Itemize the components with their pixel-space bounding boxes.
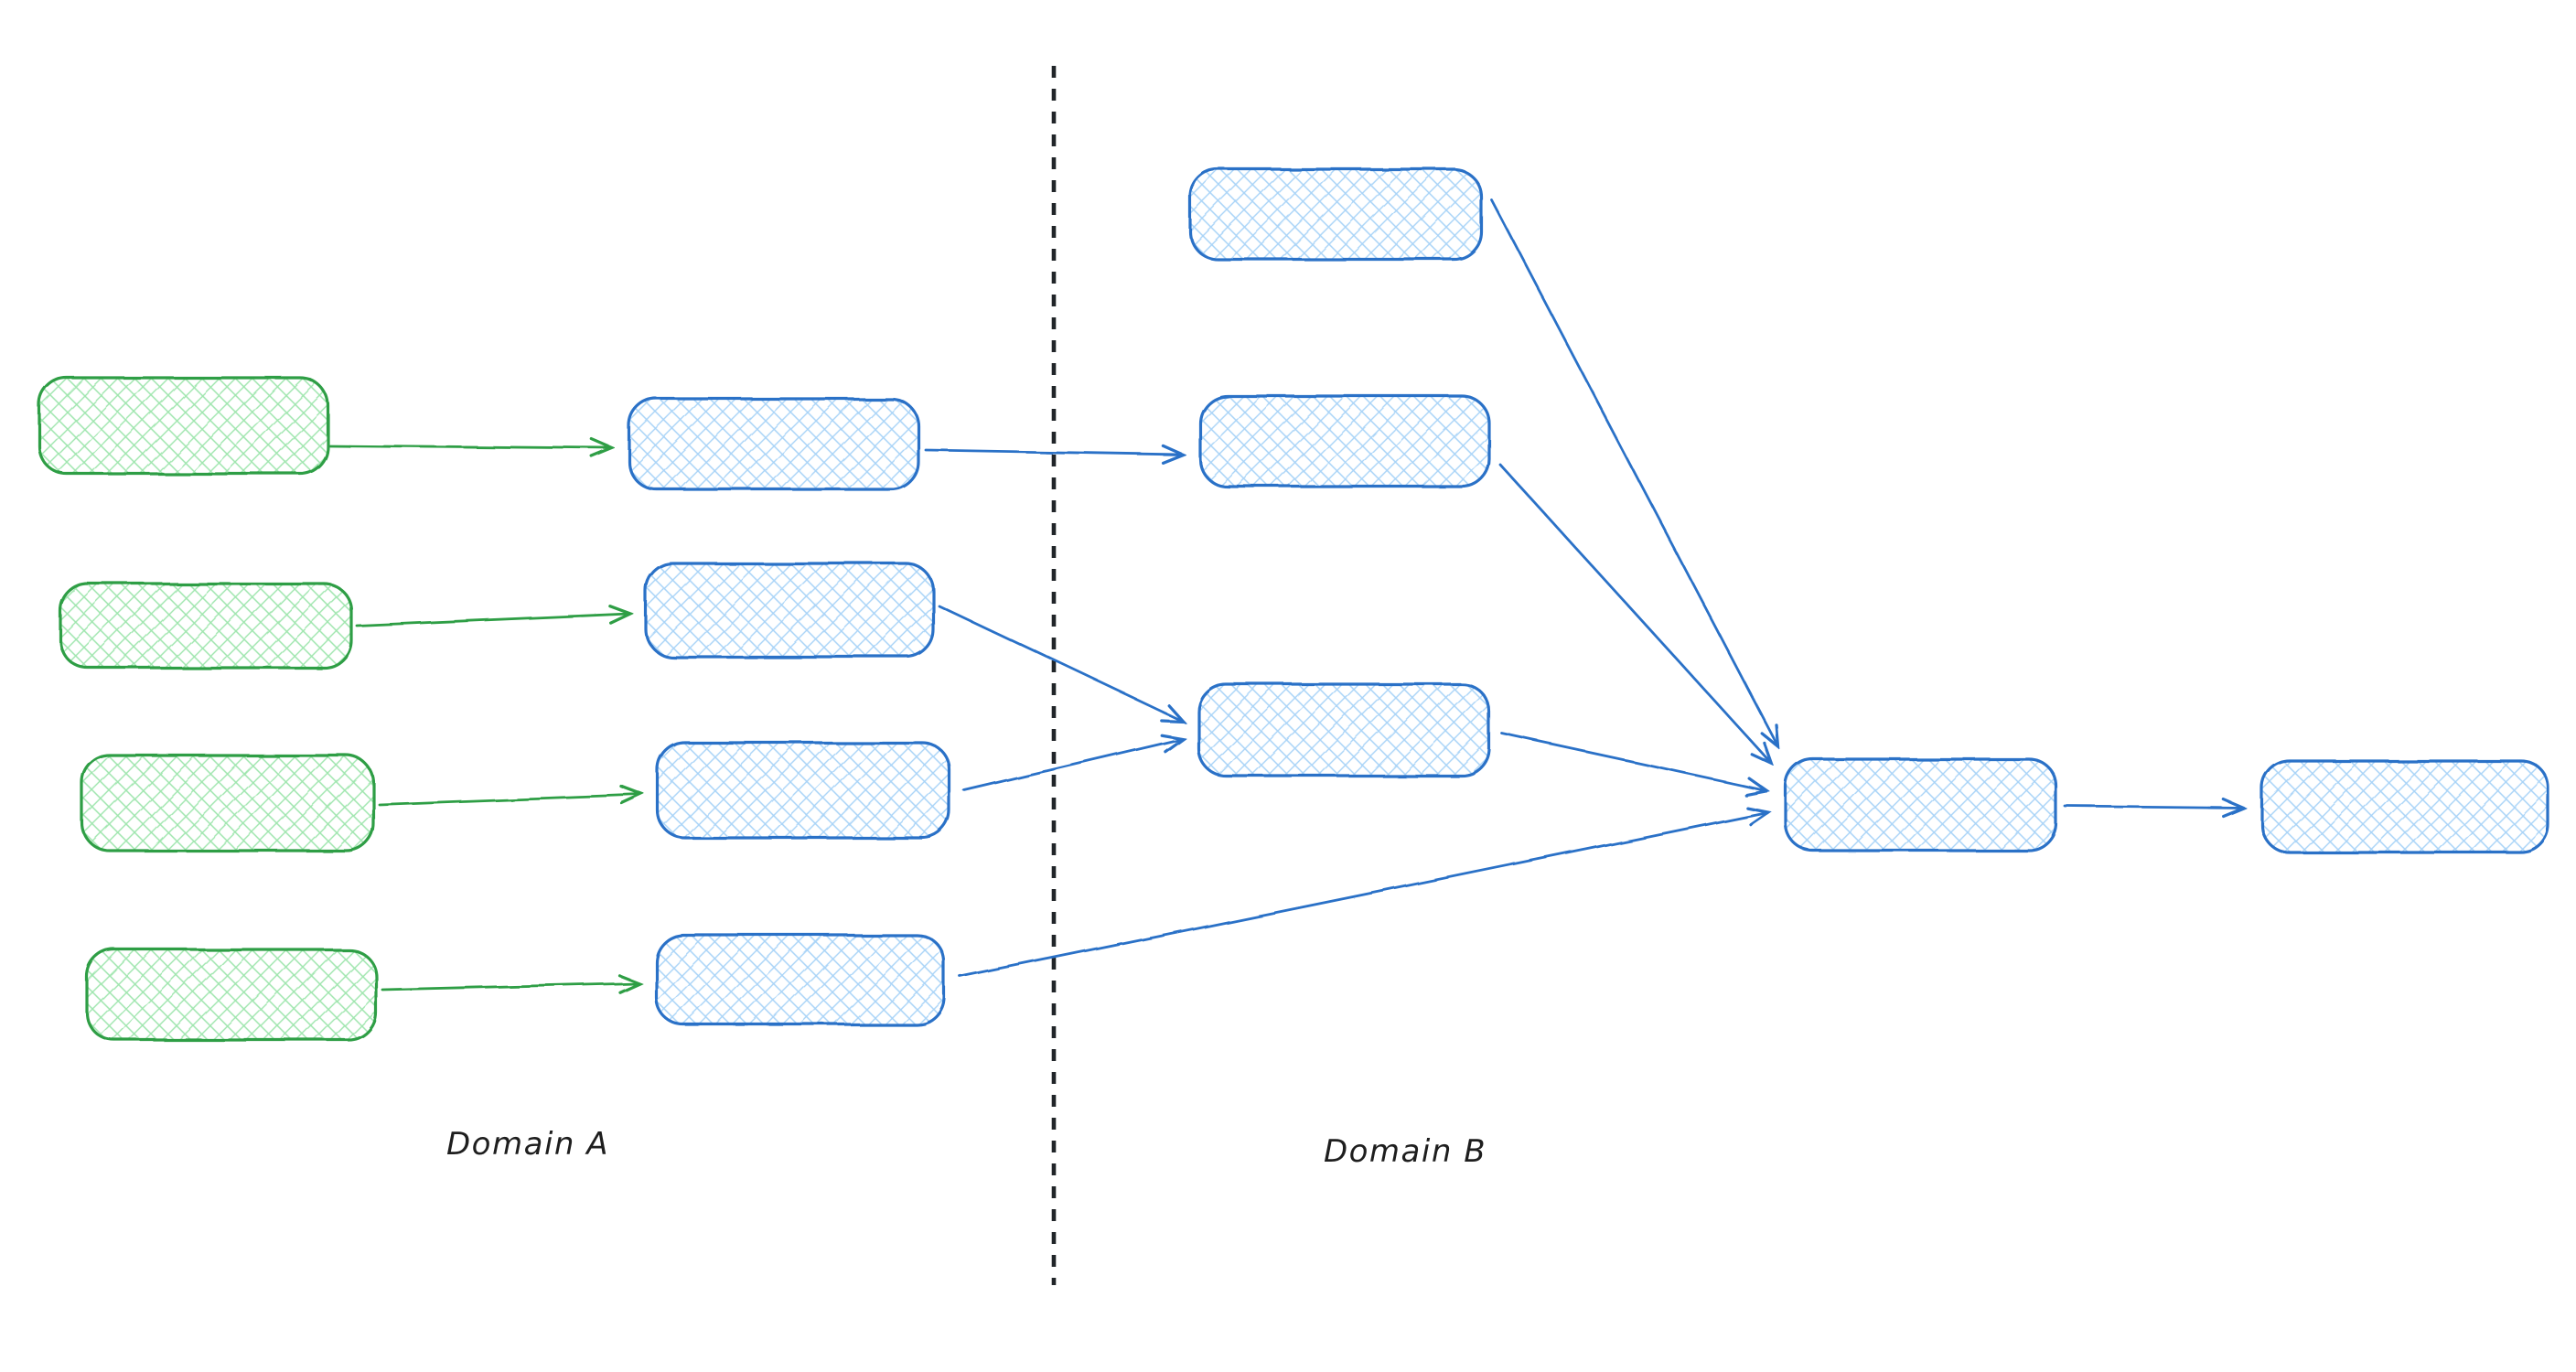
node-b-aggregator [1784,757,2058,852]
node-b-stage-3 [1197,682,1491,777]
node-b-stage-1 [1188,167,1483,261]
edge-b-stage-3-to-b-aggregator [1500,732,1766,790]
edge-a-process-2-to-b-stage-3 [937,604,1182,721]
edge-a-input-4-to-a-process-4 [381,983,639,990]
node-a-input-4 [85,948,378,1042]
nodes-layer [38,167,2550,1042]
node-a-process-3 [656,741,951,840]
node-a-process-1 [628,397,920,491]
edges-layer [327,198,2243,990]
node-a-input-2 [59,582,353,670]
edge-a-process-1-to-b-stage-2 [924,450,1182,455]
node-a-input-1 [38,376,329,476]
edge-a-input-3-to-a-process-3 [377,794,640,806]
edge-b-stage-1-to-b-aggregator [1489,198,1778,746]
edge-a-input-2-to-a-process-2 [355,614,629,627]
edge-a-input-1-to-a-process-1 [327,445,611,448]
edge-b-stage-2-to-b-aggregator [1498,463,1771,763]
node-b-stage-2 [1198,394,1491,488]
domain-b-label: Domain B [1324,1133,1487,1170]
edge-a-process-3-to-b-stage-3 [962,739,1182,792]
node-b-output [2260,759,2550,854]
edge-a-process-4-to-b-aggregator [959,812,1767,979]
edge-b-aggregator-to-b-output [2064,807,2243,809]
node-a-process-4 [654,933,946,1026]
node-a-process-2 [644,562,935,659]
node-a-input-3 [80,754,375,852]
domain-a-label: Domain A [446,1126,609,1163]
